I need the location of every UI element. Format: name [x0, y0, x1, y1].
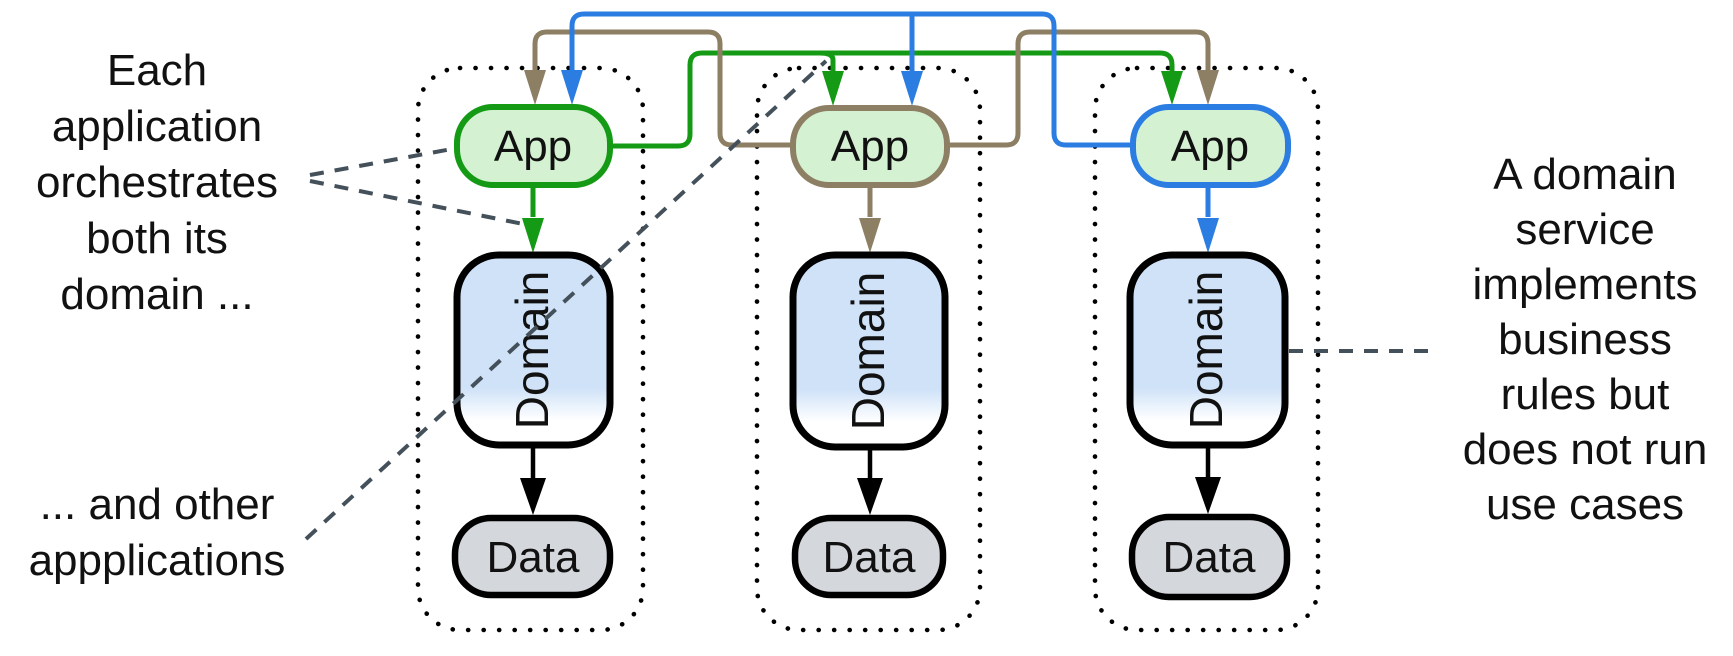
leader-orchestrates-to-domain-arrow: [309, 179, 529, 227]
arrow-app2-to-domain2-head: [859, 218, 881, 253]
silo-1-boundary: [415, 65, 646, 633]
link-app2-to-app1-arrowhead: [524, 70, 546, 105]
silo-3-boundary: [1092, 65, 1321, 633]
annotation-right-line: implements: [1473, 260, 1698, 309]
arrow-domain2-to-data2-head: [857, 478, 883, 515]
data-2-label: Data: [823, 533, 916, 582]
annotation-right-line: business: [1498, 315, 1672, 364]
silo-2-boundary: [754, 65, 983, 633]
data-2-box: [791, 514, 947, 599]
annotation-right-line: A domain: [1493, 150, 1676, 199]
annotation-right-line: service: [1515, 205, 1654, 254]
app-3-label: App: [1171, 122, 1249, 171]
link-app2-to-app1: [532, 29, 795, 148]
silo-1: App Domain Data: [451, 104, 614, 599]
annotation-left-top-line: both its: [86, 214, 228, 263]
silo-2: App Domain Data: [789, 105, 950, 599]
domain-1-label: Domain: [506, 271, 558, 430]
arrow-app3-to-domain3-head: [1197, 218, 1219, 253]
app-2-label: App: [831, 122, 909, 171]
data-1-label: Data: [487, 533, 580, 582]
leader-applications-to-app-link: [304, 59, 828, 541]
silo-3: App Domain Data: [1126, 104, 1291, 601]
annotation-left-bottom-line: ... and other: [40, 480, 275, 529]
data-1-box: [451, 514, 614, 599]
link-app1-to-app2: [819, 50, 836, 71]
app-1-label: App: [494, 122, 572, 171]
link-app2-to-app3-arrowhead: [1197, 70, 1219, 105]
annotation-right-line: rules but: [1501, 370, 1670, 419]
data-3-box: [1128, 513, 1291, 601]
data-3-label: Data: [1163, 533, 1256, 582]
leader-orchestrates-to-app1: [309, 147, 453, 177]
annotation-left-top-line: orchestrates: [36, 158, 278, 207]
annotation-left-top-line: domain ...: [60, 270, 253, 319]
domain-3-label: Domain: [1180, 271, 1232, 430]
annotation-left-bottom: ... and other appplications: [29, 480, 286, 585]
link-app1-to-app3: [610, 50, 1175, 149]
annotation-right: A domain service implements business rul…: [1463, 150, 1708, 529]
link-app1-to-app2-arrowhead: [822, 71, 844, 106]
arrow-domain3-to-data3-head: [1195, 477, 1221, 514]
link-app3-to-app1: [569, 11, 1133, 148]
link-app3-to-app1-arrowhead: [561, 70, 583, 105]
domain-2-label: Domain: [842, 272, 894, 431]
annotation-right-line: does not run: [1463, 425, 1708, 474]
arrow-app1-to-domain1-head: [522, 218, 544, 253]
domain-1-box: [453, 251, 614, 449]
annotation-left-bottom-line: appplications: [29, 536, 286, 585]
link-app3-to-app2-arrowhead: [901, 71, 923, 106]
link-app2-to-app3: [945, 29, 1211, 148]
arrow-domain1-to-data1-head: [520, 478, 546, 515]
annotation-right-line: use cases: [1486, 480, 1684, 529]
annotation-left-top-line: Each: [107, 46, 207, 95]
annotation-left-top-line: application: [52, 102, 262, 151]
link-app1-to-app3-arrowhead: [1161, 71, 1183, 105]
annotation-left-top: Each application orchestrates both its d…: [36, 46, 278, 319]
